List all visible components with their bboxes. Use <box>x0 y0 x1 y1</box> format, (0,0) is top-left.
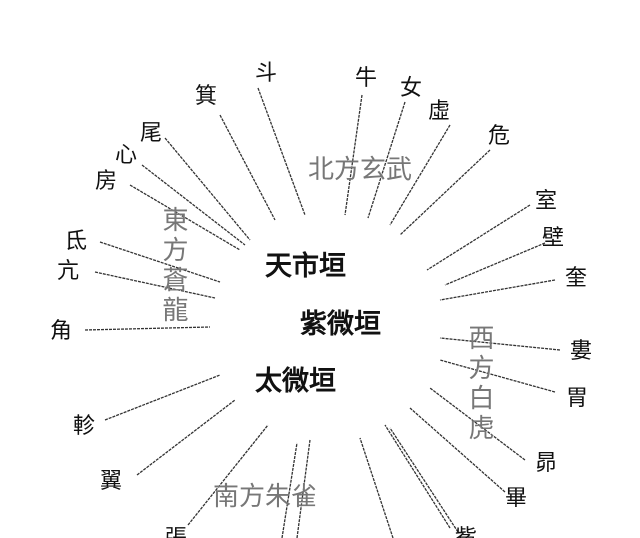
mansion-pointer-line <box>257 87 306 216</box>
mansion-label: 畢 <box>505 486 527 511</box>
mansion-label: 房 <box>95 169 117 194</box>
mansion-label: 斗 <box>255 61 277 86</box>
mansion-label: 翼 <box>100 469 122 494</box>
mansion-pointer-line <box>219 114 276 221</box>
mansion-label: 角 <box>50 319 72 344</box>
mansion-pointer-line <box>389 124 451 226</box>
mansion-label: 張 <box>165 526 187 538</box>
mansion-pointer-line <box>129 184 241 251</box>
quadrant-south: 南方朱雀 <box>213 482 317 512</box>
mansion-pointer-line <box>104 374 221 421</box>
mansion-pointer-line <box>136 399 236 476</box>
quadrant-west: 西方白虎 <box>464 324 494 444</box>
mansion-pointer-line <box>389 427 459 533</box>
mansion-label: 箕 <box>195 84 217 109</box>
mansion-pointer-line <box>344 94 363 216</box>
mansion-pointer-line <box>399 149 491 236</box>
quadrant-north: 北方玄武 <box>308 155 412 185</box>
mansion-pointer-line <box>141 164 246 246</box>
mansion-pointer-line <box>444 242 546 286</box>
mansion-label: 觜 <box>455 526 477 538</box>
mansion-pointer-line <box>94 271 216 299</box>
mansion-pointer-line <box>439 279 556 301</box>
mansion-pointer-line <box>99 241 221 283</box>
mansion-label: 牛 <box>355 66 377 91</box>
mansion-pointer-line <box>384 424 451 529</box>
mansion-pointer-line <box>439 337 561 351</box>
mansion-pointer-line <box>164 137 251 241</box>
mansion-pointer-line <box>359 437 394 538</box>
enclosure-ziwei: 紫微垣 <box>300 309 381 340</box>
enclosure-taiwei: 太微垣 <box>255 366 336 397</box>
mansion-label: 氐 <box>65 229 87 254</box>
mansion-pointer-line <box>367 101 406 219</box>
mansion-label: 昴 <box>535 451 557 476</box>
mansion-pointer-line <box>281 442 298 538</box>
mansion-pointer-line <box>439 359 556 393</box>
mansion-pointer-line <box>426 204 531 271</box>
enclosure-tianshi: 天市垣 <box>265 250 346 282</box>
mansion-label: 女 <box>400 76 422 101</box>
mansion-pointer-line <box>296 439 311 538</box>
mansion-pointer-line <box>409 407 506 493</box>
mansion-pointer-line <box>84 326 211 331</box>
mansion-label: 尾 <box>140 121 162 146</box>
mansion-label: 壁 <box>542 226 564 251</box>
mansion-label: 危 <box>488 124 510 149</box>
mansion-pointer-line <box>187 424 269 526</box>
mansion-label: 虛 <box>428 99 450 124</box>
mansion-label: 軫 <box>73 414 95 439</box>
mansion-label: 亢 <box>57 259 79 284</box>
quadrant-east: 東方蒼龍 <box>158 206 188 326</box>
mansion-label: 心 <box>115 143 137 168</box>
mansion-label: 胃 <box>566 386 588 411</box>
mansion-label: 室 <box>535 189 557 214</box>
mansion-label: 婁 <box>570 339 592 364</box>
mansion-label: 奎 <box>565 266 587 291</box>
